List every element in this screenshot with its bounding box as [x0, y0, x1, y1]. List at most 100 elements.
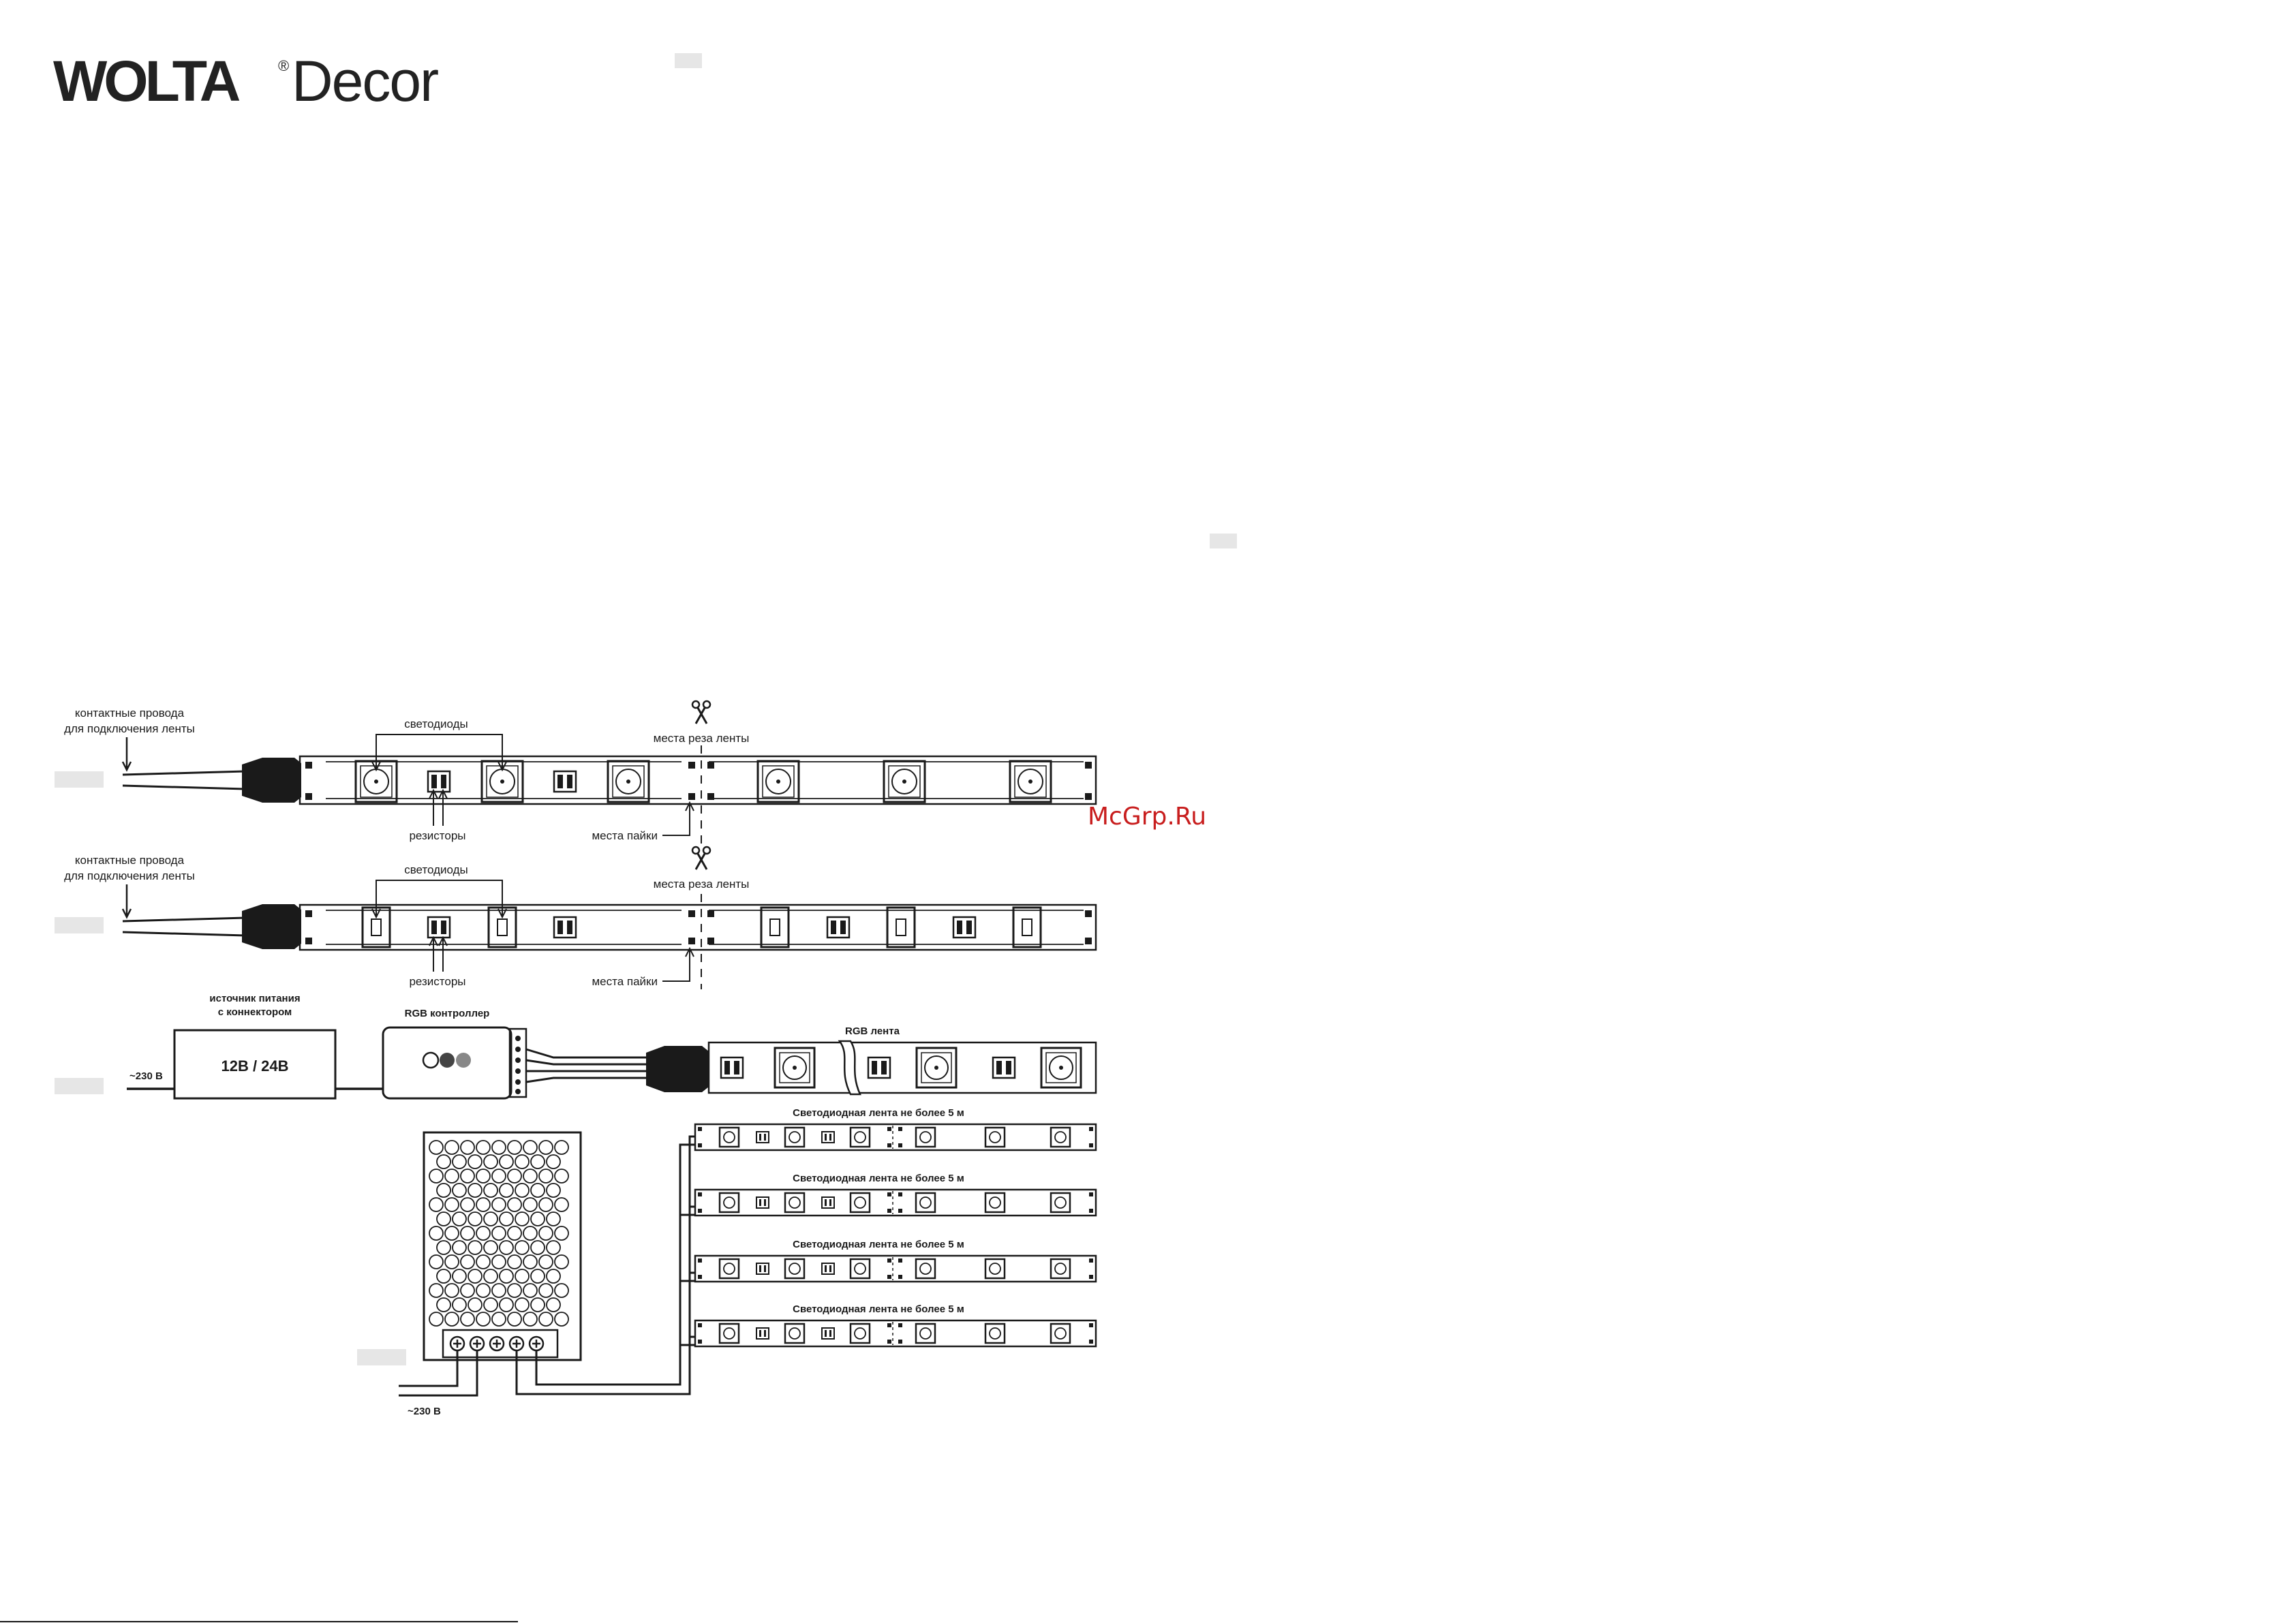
vent-hole — [538, 1169, 553, 1184]
vent-hole — [546, 1240, 561, 1255]
led — [915, 1323, 936, 1344]
vent-hole — [554, 1197, 569, 1212]
strip-2-resistors-arrows — [429, 936, 448, 972]
led-lens — [989, 1131, 1001, 1143]
led — [1050, 1258, 1071, 1280]
psu-terminals — [449, 1335, 545, 1352]
controller-terminal-block — [508, 1027, 527, 1098]
solder-pad — [898, 1209, 902, 1213]
vent-hole — [460, 1140, 475, 1155]
strip-1-diagram: контактные провода для подключения ленты — [64, 700, 1097, 845]
strip-2-cut-label: места реза ленты — [654, 878, 750, 891]
strip-1-leds-label: светодиоды — [404, 717, 468, 730]
psu-terminal-strip — [442, 1329, 559, 1359]
vent-hole — [499, 1211, 514, 1226]
vent-hole — [444, 1226, 459, 1241]
led-lens — [854, 1327, 866, 1340]
solder-pad — [898, 1258, 902, 1263]
solder-pad — [898, 1143, 902, 1147]
power-supply-label-2: с коннектором — [218, 1006, 292, 1018]
led-lens — [919, 1327, 932, 1340]
brand-registered-mark: ® — [278, 57, 289, 74]
strip-1-resistors-arrows — [429, 788, 448, 826]
strip-1-wires — [122, 770, 246, 790]
vent-hole — [452, 1183, 467, 1198]
vent-hole — [499, 1297, 514, 1312]
vent-hole — [452, 1154, 467, 1169]
vent-hole — [483, 1269, 498, 1284]
strip-body — [694, 1254, 1097, 1283]
psu-mains-label: ~230 В — [408, 1406, 441, 1417]
vent-hole — [499, 1154, 514, 1169]
solder-pad — [887, 1323, 891, 1327]
solder-pad — [887, 1127, 891, 1131]
rgb-connection-scheme: ~230 В 12В / 24В источник питания с конн… — [127, 993, 1097, 1100]
power-supply-box — [173, 1029, 337, 1100]
vent-hole — [530, 1269, 545, 1284]
led — [718, 1126, 740, 1148]
vent-hole — [460, 1312, 475, 1327]
vent-hole — [436, 1183, 451, 1198]
parallel-strip-label: Светодиодная лента не более 5 м — [793, 1107, 964, 1119]
strip-2-body — [299, 903, 1097, 951]
strip-2-traces — [326, 910, 1084, 945]
vent-hole — [554, 1140, 569, 1155]
resistor-contact — [764, 1134, 766, 1141]
resistor-contact — [825, 1330, 827, 1337]
solder-pad — [1089, 1143, 1093, 1147]
strip-1-wires-label-2: для подключения ленты — [64, 722, 195, 735]
controller-terminals — [515, 1036, 521, 1094]
vent-hole — [507, 1283, 522, 1298]
strip-1-wires-label-1: контактные провода — [75, 707, 185, 720]
solder-pad — [698, 1209, 702, 1213]
brand-wolta: WOLTA — [53, 49, 240, 113]
resistor — [756, 1327, 769, 1340]
parallel-strip-label: Светодиодная лента не более 5 м — [793, 1239, 964, 1250]
vent-hole — [460, 1197, 475, 1212]
parallel-strip — [694, 1188, 1097, 1217]
strip-1-connector — [242, 758, 301, 803]
led — [915, 1192, 936, 1214]
vent-hole — [507, 1226, 522, 1241]
strip-1-solder-pads — [305, 762, 1092, 800]
solder-pad — [887, 1192, 891, 1196]
vent-hole — [515, 1211, 530, 1226]
vent-hole — [507, 1197, 522, 1212]
vent-hole — [538, 1226, 553, 1241]
led — [760, 906, 790, 948]
strip-body — [694, 1123, 1097, 1151]
strip-1-leds — [354, 760, 1052, 803]
psu-vent-grid — [429, 1140, 569, 1327]
resistor — [821, 1327, 835, 1340]
solder-pad — [1089, 1192, 1093, 1196]
vent-hole — [436, 1211, 451, 1226]
vent-hole — [515, 1297, 530, 1312]
solder-pad — [887, 1258, 891, 1263]
vent-hole — [476, 1197, 491, 1212]
vent-hole — [554, 1254, 569, 1269]
vent-hole — [476, 1254, 491, 1269]
vent-hole — [429, 1283, 444, 1298]
vent-hole — [554, 1169, 569, 1184]
vent-hole — [507, 1140, 522, 1155]
power-supply-voltage: 12В / 24В — [221, 1057, 288, 1075]
vent-hole — [499, 1183, 514, 1198]
vent-hole — [554, 1312, 569, 1327]
vent-hole — [491, 1226, 506, 1241]
resistor-contact — [829, 1330, 831, 1337]
rgb-strip-label: RGB лента — [845, 1025, 900, 1037]
vent-hole — [538, 1283, 553, 1298]
vent-hole — [507, 1254, 522, 1269]
brand-logo: WOLTA ® Decor — [53, 49, 440, 113]
vent-hole — [515, 1154, 530, 1169]
vent-hole — [460, 1169, 475, 1184]
solder-pad — [898, 1275, 902, 1279]
led-lens — [919, 1131, 932, 1143]
vent-hole — [554, 1226, 569, 1241]
vent-hole — [436, 1297, 451, 1312]
resistor-contact — [825, 1199, 827, 1206]
vent-hole — [444, 1254, 459, 1269]
strip-1-wires-arrow — [121, 737, 132, 772]
resistor-contact — [825, 1134, 827, 1141]
